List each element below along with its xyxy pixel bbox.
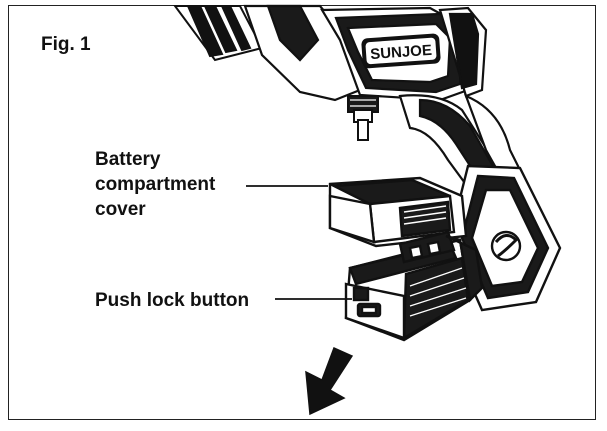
callout-line: compartment [95,174,216,195]
battery-pack [344,230,484,342]
battery-compartment-cover [328,176,468,248]
callout-line: cover [95,199,146,220]
callout-line: Battery [95,149,161,170]
brand-logo-text: SUNJOE [370,42,433,63]
hose-connector [347,95,379,141]
battery-cover-callout: Battery compartment cover [95,147,215,222]
push-lock-callout: Push lock button [95,288,249,313]
down-left-arrow-icon [305,346,354,416]
hose [173,5,264,62]
sunjoe-logo: SUNJOE [361,33,441,69]
figure-title: Fig. 1 [41,34,91,55]
callout-line: Push lock button [95,290,250,311]
